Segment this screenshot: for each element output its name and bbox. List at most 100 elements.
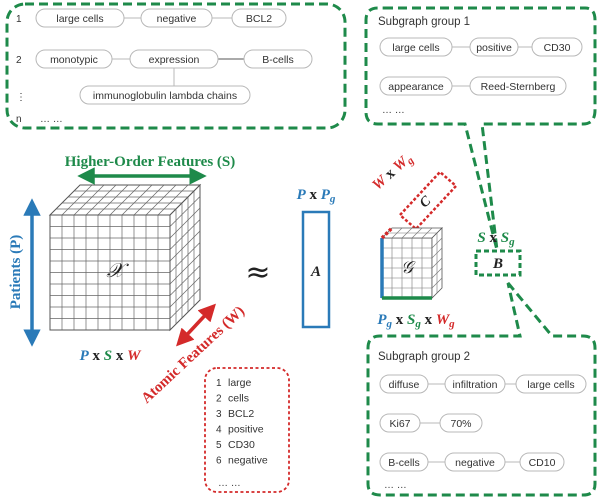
factor-c-dimensions: W x Wg: [369, 150, 416, 195]
atomic-feature-number: 2: [216, 394, 222, 405]
node: Ki67: [379, 413, 421, 433]
ellipsis: … …: [382, 105, 405, 116]
grid-line: [97, 184, 129, 216]
atomic-feature-number: 3: [216, 409, 222, 420]
svg-text:expression: expression: [149, 54, 200, 66]
ellipsis: … …: [384, 480, 407, 491]
svg-text:large cells: large cells: [392, 42, 439, 54]
factor-a-matrix: [301, 210, 331, 329]
node: negative: [140, 8, 213, 28]
svg-text:Ki67: Ki67: [389, 418, 410, 430]
core-tensor-symbol: 𝒢: [401, 258, 416, 277]
subgraph-group-1-callout: [364, 6, 597, 251]
factor-a-dimensions: P x Pg: [297, 187, 336, 205]
sentence-graphs-panel: 1 large cells negative BCL2 2 monotypic …: [5, 2, 347, 130]
sentence-graphs-border: [5, 2, 347, 130]
node: expression: [129, 49, 219, 69]
svg-text:infiltration: infiltration: [453, 379, 498, 391]
node: CD10: [519, 452, 565, 472]
svg-text:BCL2: BCL2: [246, 13, 272, 25]
grid-line: [169, 219, 201, 250]
grid-line: [169, 288, 201, 319]
tensor-dimensions: P x S x W: [80, 348, 143, 364]
node: monotypic: [35, 49, 113, 69]
node: infiltration: [444, 374, 506, 394]
atomic-feature-word: BCL2: [228, 408, 254, 420]
svg-text:large cells: large cells: [56, 13, 103, 25]
svg-text:Reed-Sternberg: Reed-Sternberg: [481, 81, 556, 93]
svg-text:B-cells: B-cells: [262, 54, 294, 66]
svg-text:appearance: appearance: [388, 81, 444, 93]
grid-line: [133, 184, 165, 216]
higher-order-features-label: Higher-Order Features (S): [65, 154, 236, 170]
grid-line: [73, 184, 105, 216]
grid-line: [169, 242, 201, 273]
node: 70%: [439, 413, 483, 433]
tensor-x-cube: [48, 183, 202, 332]
svg-text:CD10: CD10: [529, 457, 556, 469]
core-tensor-dimensions: Pg x Sg x Wg: [377, 312, 455, 330]
factor-c-matrix: [398, 170, 458, 231]
atomic-feature-word: CD30: [228, 439, 255, 451]
approximately-equal-sign: ≈: [245, 255, 270, 290]
grid-line: [157, 184, 189, 216]
svg-text:large cells: large cells: [527, 379, 574, 391]
row-number: 2: [16, 55, 22, 66]
core-w-edge: [380, 226, 394, 240]
grid-line: [169, 207, 201, 239]
svg-text:positive: positive: [476, 42, 512, 54]
grid-line: [169, 253, 201, 285]
node: large cells: [379, 37, 453, 57]
core-tensor-g-cube: [381, 227, 443, 299]
atomic-feature-word: positive: [228, 424, 264, 436]
factor-b-matrix: [474, 249, 522, 277]
atomic-feature-number: 5: [216, 440, 222, 451]
ellipsis: … …: [218, 478, 241, 489]
svg-text:70%: 70%: [450, 418, 471, 430]
node: B-cells: [379, 452, 429, 472]
atomic-feature-word: large: [228, 377, 252, 389]
grid-line: [85, 184, 117, 216]
grid-line: [109, 184, 141, 216]
node: negative: [444, 452, 506, 472]
svg-text:B-cells: B-cells: [388, 457, 420, 469]
node: large cells: [35, 8, 125, 28]
svg-text:immunoglobulin lambda chains: immunoglobulin lambda chains: [93, 90, 237, 102]
node: large cells: [515, 374, 587, 394]
grid-line: [169, 276, 201, 308]
atomic-feature-word: cells: [228, 393, 249, 405]
vertical-ellipsis: ⋮: [16, 92, 26, 103]
svg-text:diffuse: diffuse: [389, 379, 420, 391]
node: BCL2: [231, 8, 287, 28]
row-number: n: [16, 114, 22, 125]
factor-b-symbol: B: [492, 256, 503, 272]
grid-line: [169, 230, 201, 262]
atomic-feature-word: negative: [228, 455, 268, 467]
atomic-feature-number: 6: [216, 456, 222, 467]
svg-text:negative: negative: [455, 457, 495, 469]
subgraph-group-1-title: Subgraph group 1: [378, 16, 470, 28]
row-number: 1: [16, 14, 22, 25]
atomic-features-list-border: [204, 367, 290, 493]
grid-line: [61, 184, 93, 216]
subgraph-group-2-title: Subgraph group 2: [378, 351, 470, 363]
subgraph-group-1-panel: Subgraph group 1 large cells positive CD…: [364, 6, 597, 251]
subgraph-group-2-panel: Subgraph group 2 diffuse infiltration la…: [366, 282, 597, 497]
patients-label: Patients (P): [8, 235, 24, 310]
atomic-feature-number: 4: [216, 425, 222, 436]
grid-line: [121, 184, 153, 216]
node: B-cells: [243, 49, 313, 69]
grid-line: [169, 265, 201, 296]
node: positive: [469, 37, 519, 57]
node: Reed-Sternberg: [469, 76, 567, 96]
factor-b-dimensions: S x Sg: [477, 230, 515, 248]
node: immunoglobulin lambda chains: [79, 85, 251, 105]
ellipsis: … …: [40, 114, 63, 125]
atomic-features-arrow: [176, 303, 216, 347]
factor-a-symbol: A: [310, 264, 321, 280]
svg-text:monotypic: monotypic: [50, 54, 98, 66]
svg-text:negative: negative: [157, 13, 197, 25]
grid-line: [145, 184, 177, 216]
grid-line: [169, 196, 201, 227]
